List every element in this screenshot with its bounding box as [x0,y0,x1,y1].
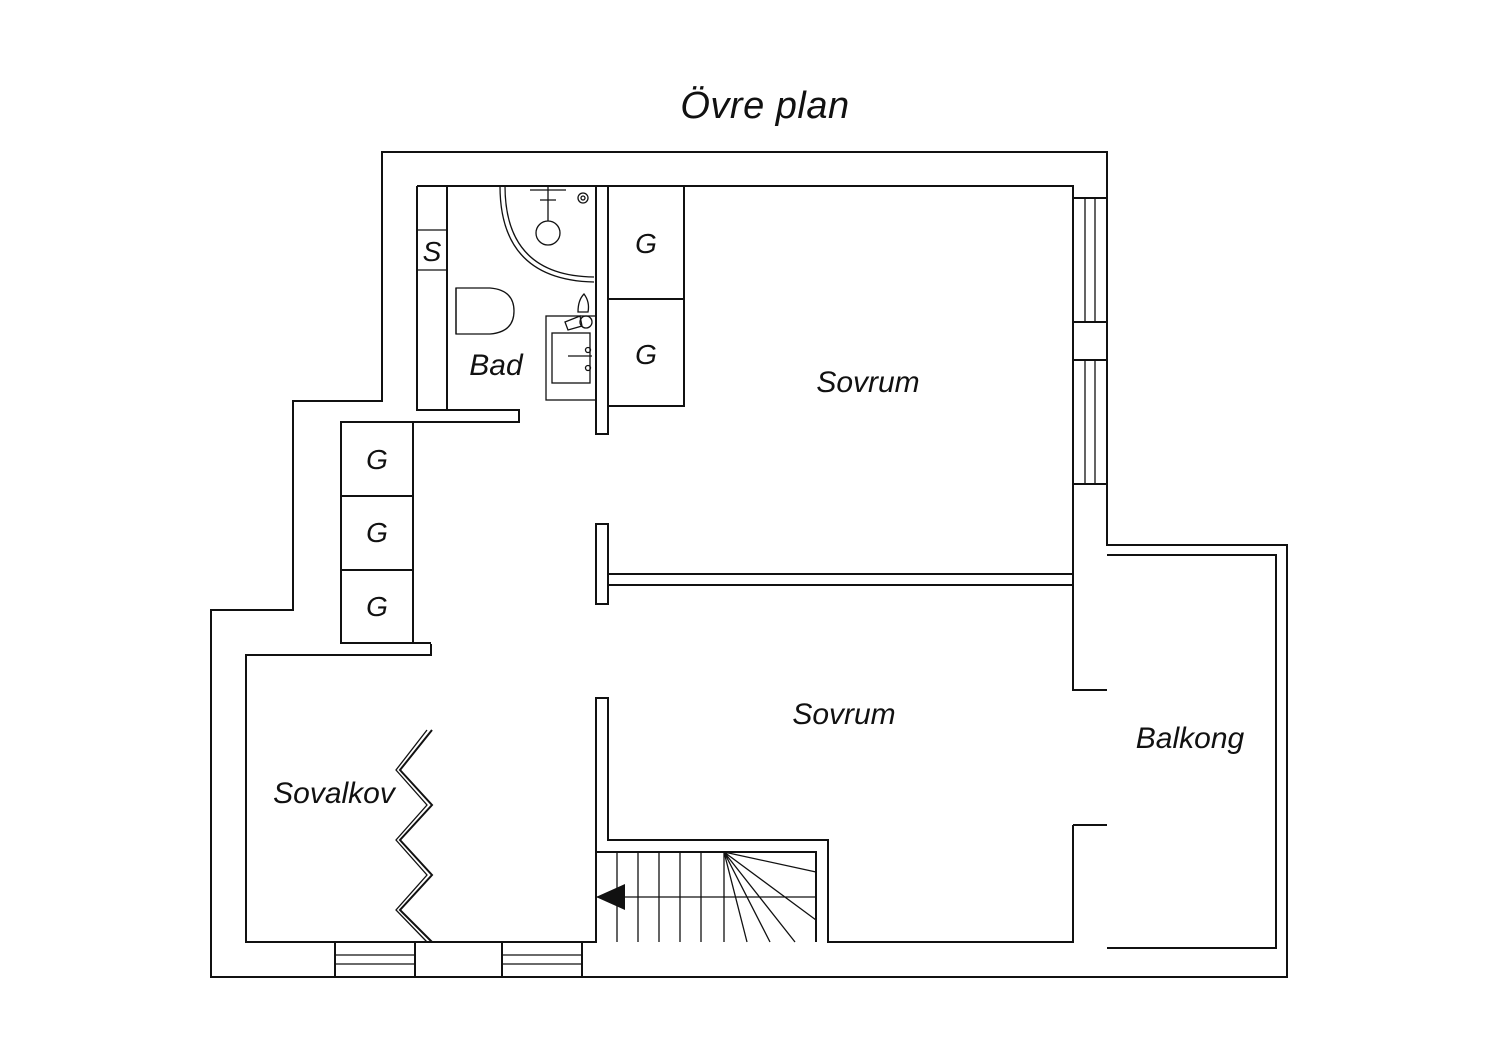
wardrobe-group-bedroom: G G [607,185,685,407]
room-label-sovalkov: Sovalkov [273,777,397,810]
shower [499,185,595,283]
wardrobe-label-5: G [366,591,388,622]
window-right-lower [1072,359,1108,485]
folding-door [395,729,434,943]
staircase [596,851,817,943]
wardrobe-label-2: G [635,339,657,370]
window-right-upper [1072,197,1108,323]
shelf-label: S [423,236,442,267]
room-label-bad: Bad [469,349,524,382]
bathroom-shelf: S [417,229,447,271]
window-bottom-middle [501,941,583,978]
room-label-sovrum-upper: Sovrum [816,366,919,399]
stair-direction-arrow-icon [596,884,625,910]
wardrobe-label-4: G [366,517,388,548]
wardrobe-group-hallway: G G G [340,421,414,644]
room-label-balkong: Balkong [1136,722,1245,755]
outer-walls [210,151,1288,978]
bedroom-divider-wall [595,523,1073,605]
window-bottom-left [334,941,416,978]
plan-title: Övre plan [680,85,849,127]
sink-vanity [545,293,597,401]
room-label-sovrum-lower: Sovrum [792,698,895,731]
balcony [1107,554,1277,949]
toilet [455,287,515,335]
wardrobe-label-1: G [635,228,657,259]
wardrobe-label-3: G [366,444,388,475]
